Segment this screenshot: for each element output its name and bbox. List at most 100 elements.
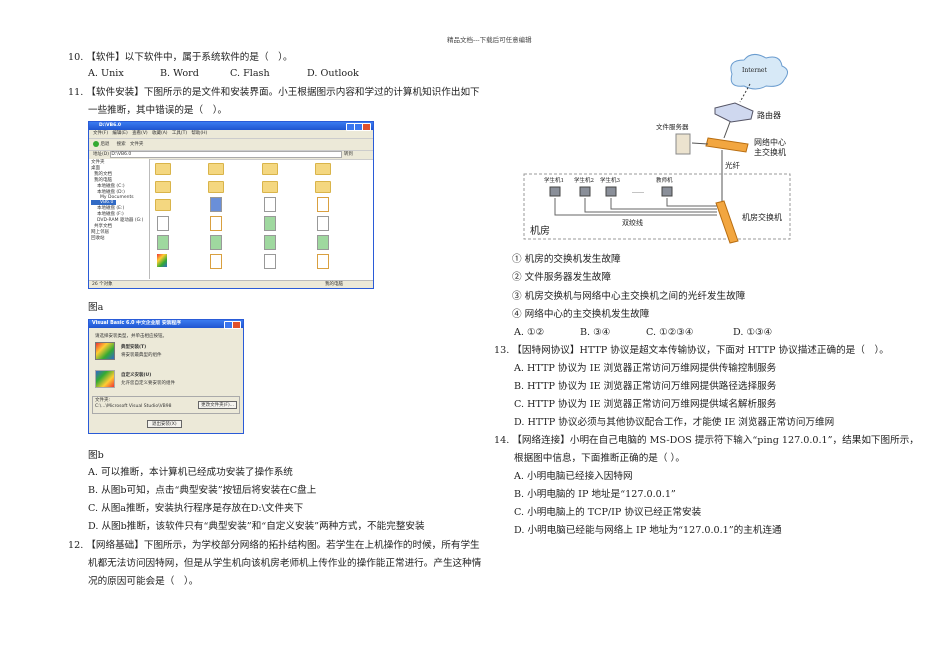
change-folder-button: 更改文件夹(F)... xyxy=(198,401,237,409)
core-switch-label-line: 主交换机 xyxy=(754,148,786,157)
figure-b-setup-dialog: Visual Basic 6.0 中文企业版 安装程序 请选择安装类型，并单击相… xyxy=(88,319,244,434)
file-icon xyxy=(157,235,169,250)
twisted-pair-link xyxy=(554,198,717,216)
file-icon xyxy=(264,216,276,231)
explorer-title: D:\VB6.0 xyxy=(99,123,122,128)
file-icon xyxy=(317,197,329,212)
q12-option-a: A. ①② xyxy=(514,327,545,338)
figure-a-caption: 图a xyxy=(88,302,104,313)
lab-switch-label: 机房交换机 xyxy=(742,213,782,222)
status-location: 我的电脑 xyxy=(325,282,343,287)
search-button: 搜索 xyxy=(116,142,126,147)
file-icon xyxy=(210,235,222,250)
q10-option-a: A. Unix xyxy=(88,68,124,79)
custom-install-button xyxy=(95,370,115,388)
file-server-icon xyxy=(675,133,691,155)
tree-item: 共享文档 xyxy=(94,224,112,229)
internet-link xyxy=(739,83,751,103)
figure-b-caption: 图b xyxy=(88,450,104,461)
status-bar: 26 个对象 我的电脑 xyxy=(89,280,373,288)
menu-favorites: 收藏(A) xyxy=(151,131,168,136)
q13-option-d: D. HTTP 协议必须与其他协议配合工作，才能使 IE 浏览器正常访问万维网 xyxy=(514,417,835,428)
lab-switch-icon xyxy=(715,200,739,244)
lab-label: 机房 xyxy=(530,226,550,237)
folder-icon xyxy=(155,163,171,175)
router-icon xyxy=(714,102,754,123)
tree-item: 回收站 xyxy=(91,236,105,241)
q10-option-c: C. Flash xyxy=(230,68,270,79)
typical-install-label: 典型安装(T) xyxy=(121,345,147,350)
setup-program-icon xyxy=(210,197,222,212)
file-icon xyxy=(264,235,276,250)
tree-header: 文件夹 xyxy=(91,160,105,165)
file-icon xyxy=(317,254,329,269)
custom-install-desc: 允许您自定义要安装的组件 xyxy=(121,381,175,386)
q14-option-c: C. 小明电脑上的 TCP/IP 协议已经正常安装 xyxy=(514,507,702,518)
typical-install-desc: 将安装最典型的组件 xyxy=(121,353,162,358)
back-button: 后退 xyxy=(100,142,110,147)
close-icon xyxy=(362,123,371,131)
setup-exe-icon xyxy=(157,254,167,267)
folder-icon xyxy=(208,181,224,193)
tree-item: DVD-RAM 驱动器 (G:) xyxy=(97,218,144,223)
network-topology-diagram: Internet 路由器 文件服务器 网络中心主交换机 光纤 学生机1 学生机2… xyxy=(510,50,800,250)
router-link xyxy=(723,121,731,139)
tree-item: 我的电脑 xyxy=(94,178,112,183)
internet-label: Internet xyxy=(742,67,767,74)
menu-edit: 编辑(E) xyxy=(112,131,128,136)
q14-option-b: B. 小明电脑的 IP 地址是“127.0.0.1” xyxy=(514,489,676,500)
twisted-pair-link xyxy=(584,198,717,213)
menu-file: 文件(F) xyxy=(93,131,109,136)
folder-icon xyxy=(262,163,278,175)
folder-icon xyxy=(315,163,331,175)
folder-group: 文件夹: C:\...\Microsoft Visual Studio\VB98… xyxy=(92,396,240,414)
q13-option-a: A. HTTP 协议为 IE 浏览器正常访问万维网提供传输控制服务 xyxy=(514,363,777,374)
dialog-prompt: 请选择安装类型，并单击相应按钮。 xyxy=(95,334,167,339)
q12-option-c: C. ①②③④ xyxy=(646,327,694,338)
folder-icon xyxy=(315,181,331,193)
router-label: 路由器 xyxy=(757,111,781,120)
file-icon xyxy=(264,254,276,269)
q14-stem: 14. 【网络连接】小明在自己电脑的 MS-DOS 提示符下输入“ping 12… xyxy=(494,435,919,446)
status-text: 26 个对象 xyxy=(92,282,113,287)
tree-item: 桌面 xyxy=(91,166,100,171)
internet-cloud-icon xyxy=(730,54,788,90)
q12-stem: 12. 【网络基础】下图所示，为学校部分网络的拓扑结构图。若学生在上机操作的时候… xyxy=(68,540,480,551)
file-icon xyxy=(317,216,329,231)
tree-item: 网上邻居 xyxy=(91,230,109,235)
address-bar: 地址(D) D:\VB6.0 转到 xyxy=(89,151,373,160)
q12-statement-2: ② 文件服务器发生故障 xyxy=(512,272,611,283)
teacher-pc-icon xyxy=(661,186,673,197)
q10-stem: 10. 【软件】以下软件中，属于系统软件的是（ ）。 xyxy=(68,52,293,63)
student-pc-icon xyxy=(579,186,591,197)
figure-a-explorer-window: D:\VB6.0 文件(F) 编辑(E) 查看(V) 收藏(A) 工具(T) 帮… xyxy=(88,121,374,289)
student-pc-label: 学生机2 xyxy=(574,178,594,184)
core-switch-label: 网络中心主交换机 xyxy=(754,138,786,158)
tree-item: My Documents xyxy=(100,195,134,200)
file-server-label: 文件服务器 xyxy=(656,123,689,131)
tree-item-selected: VB6.0 xyxy=(91,200,116,205)
address-label: 地址(D) xyxy=(93,152,109,157)
ellipsis-label: …… xyxy=(632,188,644,195)
q12-statement-1: ① 机房的交换机发生故障 xyxy=(512,254,621,265)
twisted-pair-label: 双绞线 xyxy=(622,219,643,227)
folder-icon xyxy=(262,181,278,193)
custom-install-label: 自定义安装(U) xyxy=(121,373,152,378)
q10-option-b: B. Word xyxy=(160,68,199,79)
tree-item: 本地磁盘 (E:) xyxy=(97,206,125,211)
tree-item: 本地磁盘 (F:) xyxy=(97,212,124,217)
q12-option-b: B. ③④ xyxy=(580,327,611,338)
q13-option-b: B. HTTP 协议为 IE 浏览器正常访问万维网提供路径选择服务 xyxy=(514,381,777,392)
folder-icon xyxy=(155,199,171,211)
go-button: 转到 xyxy=(343,152,353,157)
q13-option-c: C. HTTP 协议为 IE 浏览器正常访问万维网提供域名解析服务 xyxy=(514,399,777,410)
explorer-toolbar: 后退 搜索 文件夹 xyxy=(89,139,373,151)
file-icon xyxy=(264,197,276,212)
q12-stem-cont: 况的原因可能会是（ ）。 xyxy=(88,576,199,587)
q11-option-d: D. 从图b推断，该软件只有“典型安装”和“自定义安装”两种方式，不能完整安装 xyxy=(88,521,425,532)
core-switch-icon xyxy=(705,137,749,153)
menu-help: 帮助(H) xyxy=(191,131,208,136)
menu-tools: 工具(T) xyxy=(171,131,188,136)
twisted-pair-link xyxy=(610,198,717,210)
